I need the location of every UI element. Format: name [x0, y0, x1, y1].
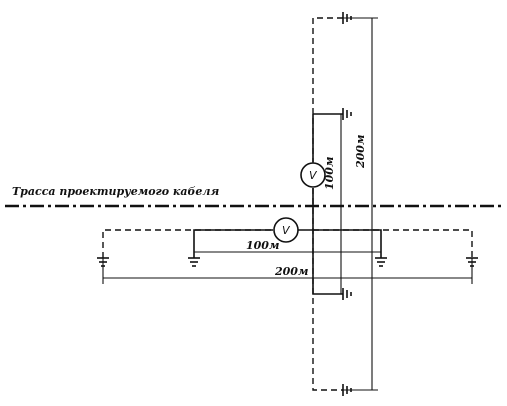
- ground-electrode-icon: [342, 288, 352, 300]
- vertical-dim-label-100: 100м: [323, 157, 336, 190]
- voltmeter-vertical-icon: [300, 162, 326, 188]
- ground-electrode-icon: [342, 108, 352, 120]
- cable-route-label: Трасса проектируемого кабеля: [12, 185, 219, 198]
- horizontal-near-lead: [193, 229, 382, 258]
- voltmeter-horizontal-label: V: [282, 224, 291, 237]
- vertical-near-lead: [312, 113, 343, 295]
- vertical-far-lead: [312, 17, 343, 391]
- vertical-dim-label-200: 200м: [354, 135, 367, 169]
- voltmeter-vertical-label: V: [309, 169, 318, 182]
- horizontal-dim-label-200: 200м: [274, 265, 308, 278]
- ground-electrode-icon: [375, 257, 387, 267]
- horizontal-dim-label-100: 100м: [246, 239, 279, 252]
- voltmeter-horizontal-icon: [273, 217, 299, 243]
- ground-electrode-icon: [188, 257, 200, 267]
